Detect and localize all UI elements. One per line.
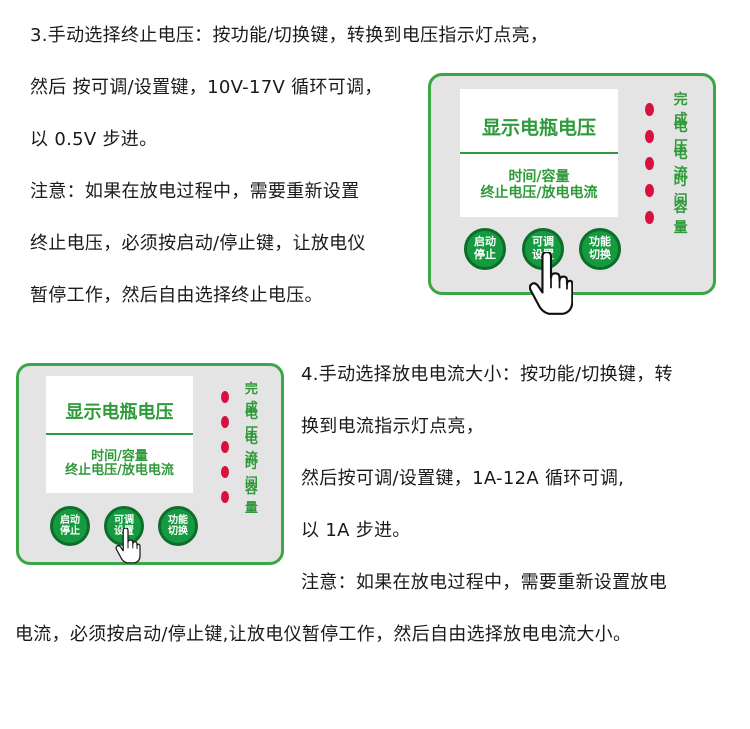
section3-line-4: 注意：如果在放电过程中，需要重新设置 xyxy=(30,181,360,202)
screen-line-time-capacity: 时间/容量 xyxy=(508,169,570,185)
led-capacity: 容量 xyxy=(221,478,262,516)
pointing-hand-icon xyxy=(115,528,141,564)
section3-line-1: 3.手动选择终止电压：按功能/切换键，转换到电压指示灯点亮， xyxy=(30,25,549,46)
adjust-label: 可调 xyxy=(114,514,134,526)
stop-label: 停止 xyxy=(474,248,496,261)
screen-title: 显示电瓶电压 xyxy=(65,402,174,423)
led-label-current: 电流 xyxy=(673,146,688,182)
screen-divider xyxy=(460,152,618,154)
led-done: 完成 xyxy=(221,378,262,416)
led-dot xyxy=(645,210,654,224)
device-panel-2: 显示电瓶电压 时间/容量 终止电压/放电电流 完成 电压 电流 时间 容量 启动… xyxy=(16,363,284,565)
led-label-voltage: 电压 xyxy=(673,119,688,155)
start-stop-button[interactable]: 启动 停止 xyxy=(50,506,90,546)
screen-line-voltage-current: 终止电压/放电电流 xyxy=(480,185,598,201)
led-label-voltage: 电压 xyxy=(244,407,258,441)
start-label: 启动 xyxy=(60,514,80,526)
led-dot xyxy=(221,491,229,503)
device-panel-1: 显示电瓶电压 时间/容量 终止电压/放电电流 完成 电压 电流 时间 容量 启动… xyxy=(428,73,716,315)
pointing-hand-icon xyxy=(529,252,573,315)
device-screen: 显示电瓶电压 时间/容量 终止电压/放电电流 xyxy=(460,89,618,217)
screen-title: 显示电瓶电压 xyxy=(481,117,596,139)
led-label-done: 完成 xyxy=(673,92,688,128)
switch-label: 切换 xyxy=(589,248,611,261)
led-dot xyxy=(221,391,229,403)
led-dot xyxy=(645,102,654,116)
led-label-capacity: 容量 xyxy=(244,482,258,516)
screen-divider xyxy=(46,433,193,435)
led-label-current: 电流 xyxy=(244,432,258,466)
led-dot xyxy=(221,441,229,453)
led-time: 时间 xyxy=(645,170,692,210)
function-label: 功能 xyxy=(589,235,611,249)
led-voltage: 电压 xyxy=(645,116,692,156)
section4-line-6: 电流，必须按启动/停止键,让放电仪暂停工作，然后自由选择放电电流大小。 xyxy=(15,624,632,645)
led-label-capacity: 容量 xyxy=(673,200,688,236)
led-capacity: 容量 xyxy=(645,197,692,237)
led-dot xyxy=(645,183,654,197)
start-stop-button[interactable]: 启动 停止 xyxy=(464,228,506,270)
section4-line-5: 注意：如果在放电过程中，需要重新设置放电 xyxy=(301,572,667,593)
led-dot xyxy=(645,129,654,143)
section4-line-1: 4.手动选择放电电流大小：按功能/切换键，转 xyxy=(301,364,673,385)
section4-line-4: 以 1A 步进。 xyxy=(301,520,411,541)
function-label: 功能 xyxy=(168,514,188,526)
section3-line-2: 然后 按可调/设置键，10V-17V 循环可调， xyxy=(30,77,383,98)
led-done: 完成 xyxy=(645,89,692,129)
screen-line-time-capacity: 时间/容量 xyxy=(91,449,148,464)
led-time: 时间 xyxy=(221,453,262,491)
screen-line-voltage-current: 终止电压/放电电流 xyxy=(65,463,174,478)
switch-label: 切换 xyxy=(168,526,188,537)
start-label: 启动 xyxy=(474,235,496,249)
led-dot xyxy=(221,466,229,478)
led-dot xyxy=(221,416,229,428)
led-current: 电流 xyxy=(645,143,692,183)
led-voltage: 电压 xyxy=(221,403,262,441)
function-switch-button[interactable]: 功能 切换 xyxy=(158,506,198,546)
led-label-done: 完成 xyxy=(244,382,258,416)
section3-line-5: 终止电压，必须按启动/停止键，让放电仪 xyxy=(30,233,366,254)
section3-line-6: 暂停工作，然后自由选择终止电压。 xyxy=(30,285,323,306)
led-current: 电流 xyxy=(221,428,262,466)
section4-line-3: 然后按可调/设置键，1A-12A 循环可调, xyxy=(301,468,625,489)
adjust-label: 可调 xyxy=(532,235,554,249)
led-label-time: 时间 xyxy=(673,173,688,209)
section3-line-3: 以 0.5V 步进。 xyxy=(30,129,158,150)
led-label-time: 时间 xyxy=(244,457,258,491)
function-switch-button[interactable]: 功能 切换 xyxy=(579,228,621,270)
section4-line-2: 换到电流指示灯点亮， xyxy=(301,416,484,437)
stop-label: 停止 xyxy=(60,526,80,537)
led-dot xyxy=(645,156,654,170)
device-screen: 显示电瓶电压 时间/容量 终止电压/放电电流 xyxy=(46,376,193,493)
